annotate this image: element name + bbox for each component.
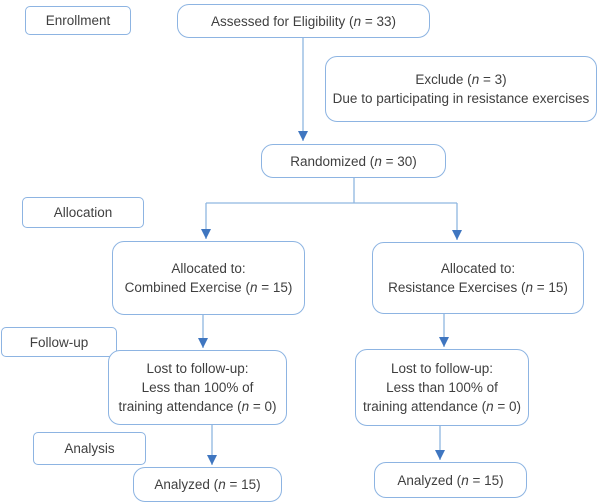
italic-n: n xyxy=(353,13,362,29)
box-text-line: Less than 100% of xyxy=(141,380,254,395)
italic-n: n xyxy=(249,280,258,295)
text-segment: Assessed for Eligibility ( xyxy=(211,13,354,29)
box-text-line: Analyzed (n = 15) xyxy=(397,471,503,490)
stage-label-analysis: Analysis xyxy=(33,432,146,465)
box-text-line: Lost to follow-up: xyxy=(390,361,494,376)
italic-n: n xyxy=(218,477,226,492)
text-segment: Combined Exercise ( xyxy=(124,280,250,295)
box-text-line: Lost to follow-up: xyxy=(146,361,249,376)
text-segment: training attendance ( xyxy=(118,399,242,414)
text-segment: = 30) xyxy=(381,153,417,169)
box-text-line: Combined Exercise (n = 15) xyxy=(125,278,293,297)
box-lost-followup-resistance: Lost to follow-up: Less than 100% of tra… xyxy=(355,349,529,426)
box-text-line: Exclude (n = 3) xyxy=(415,70,506,89)
italic-n: n xyxy=(461,472,469,488)
box-text-line: Randomized (n = 30) xyxy=(290,152,416,171)
text-segment: Analyzed ( xyxy=(397,472,462,488)
italic-n: n xyxy=(374,153,382,169)
box-allocated-combined-exercise: Allocated to: Combined Exercise (n = 15) xyxy=(112,241,305,315)
stage-label-text: Enrollment xyxy=(45,13,111,28)
stage-label-text: Follow-up xyxy=(29,334,89,350)
text-segment: = 15) xyxy=(225,477,261,492)
box-text-line: Resistance Exercises (n = 15) xyxy=(388,278,568,297)
text-segment: = 3) xyxy=(479,72,507,87)
box-text-line: Allocated to: xyxy=(171,261,246,276)
text-segment: Randomized ( xyxy=(290,153,375,169)
box-lost-followup-combined: Lost to follow-up: Less than 100% of tra… xyxy=(108,350,287,425)
italic-n: n xyxy=(486,399,494,414)
text-segment: Exclude ( xyxy=(415,72,472,87)
text-segment: Analyzed ( xyxy=(154,477,219,492)
box-text-line: Analyzed (n = 15) xyxy=(154,475,260,494)
italic-n: n xyxy=(525,280,533,295)
text-segment: = 0) xyxy=(493,399,521,414)
text-segment: = 15) xyxy=(468,472,504,488)
box-text-line: training attendance (n = 0) xyxy=(363,397,521,416)
box-text-line: Due to participating in resistance exerc… xyxy=(332,91,590,106)
box-text-line: Less than 100% of xyxy=(386,380,498,395)
italic-n: n xyxy=(241,399,250,414)
box-excluded: Exclude (n = 3) Due to participating in … xyxy=(325,56,597,122)
text-segment: = 0) xyxy=(249,399,277,414)
box-text-line: training attendance (n = 0) xyxy=(119,397,277,416)
text-segment: = 33) xyxy=(361,13,396,29)
stage-label-followup: Follow-up xyxy=(1,327,117,357)
box-randomized: Randomized (n = 30) xyxy=(261,144,446,178)
stage-label-allocation: Allocation xyxy=(22,197,144,228)
box-analyzed-resistance: Analyzed (n = 15) xyxy=(374,462,527,498)
text-segment: = 15) xyxy=(257,280,293,295)
stage-label-enrollment: Enrollment xyxy=(25,6,131,35)
box-text-line: Allocated to: xyxy=(440,261,516,276)
box-text-line: Assessed for Eligibility (n = 33) xyxy=(211,12,396,31)
text-segment: training attendance ( xyxy=(363,399,487,414)
box-analyzed-combined: Analyzed (n = 15) xyxy=(133,467,282,502)
text-segment: = 15) xyxy=(532,280,568,295)
box-allocated-resistance-exercises: Allocated to: Resistance Exercises (n = … xyxy=(372,242,584,314)
stage-label-text: Analysis xyxy=(64,441,115,456)
text-segment: Resistance Exercises ( xyxy=(388,280,526,295)
box-assessed-eligibility: Assessed for Eligibility (n = 33) xyxy=(177,4,430,38)
stage-label-text: Allocation xyxy=(53,205,113,220)
italic-n: n xyxy=(471,72,480,87)
